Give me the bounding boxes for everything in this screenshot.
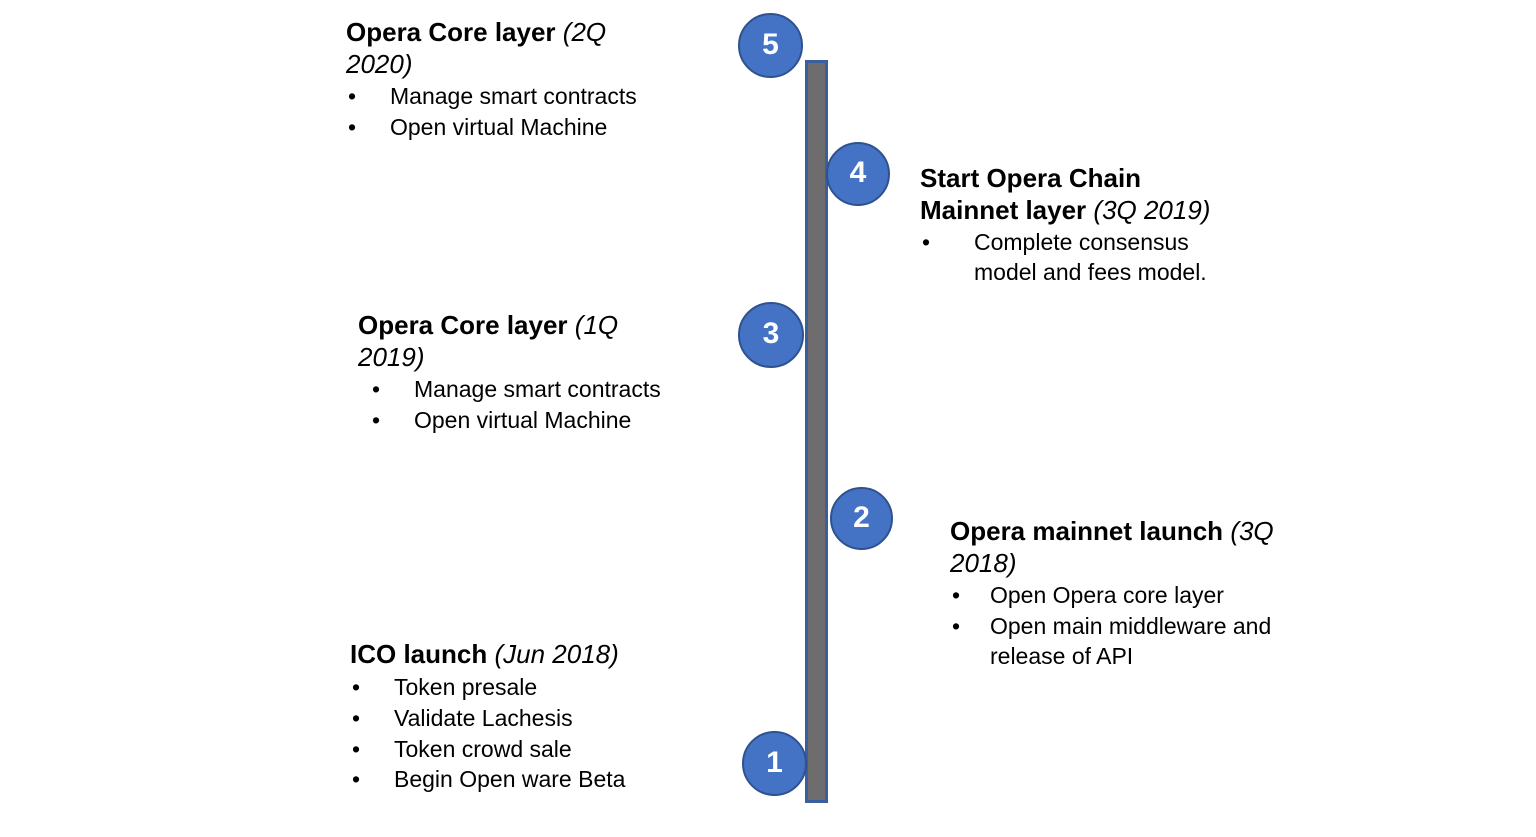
milestone-2-title: Opera mainnet launch — [950, 516, 1224, 546]
milestone-2-date: (3Q 2018) — [950, 516, 1274, 578]
timeline-marker-2-number: 2 — [853, 500, 870, 534]
milestone-block-4: Start Opera Chain Mainnet layer (3Q 2019… — [920, 163, 1220, 289]
milestone-3-headline: Opera Core layer (1Q 2019) — [358, 310, 688, 373]
milestone-5-headline: Opera Core layer (2Q 2020) — [346, 17, 676, 80]
milestone-5-bullets: Manage smart contracts Open virtual Mach… — [346, 82, 676, 143]
milestone-5-bullet-1: Manage smart contracts — [346, 82, 676, 112]
milestone-5-date: (2Q 2020) — [346, 17, 607, 79]
milestone-3-bullets: Manage smart contracts Open virtual Mach… — [370, 375, 688, 436]
milestone-2-bullet-2: Open main middleware and release of API — [950, 612, 1295, 672]
milestone-2-bullets: Open Opera core layer Open main middlewa… — [950, 581, 1295, 672]
timeline-marker-3-number: 3 — [762, 317, 780, 350]
milestone-block-1: ICO launch (Jun 2018) Token presale Vali… — [350, 639, 690, 796]
timeline-marker-4[interactable]: 4 — [826, 142, 890, 206]
milestone-3-date: (1Q 2019) — [358, 310, 619, 372]
timeline-marker-2[interactable]: 2 — [830, 487, 893, 550]
milestone-3-bullet-2: Open virtual Machine — [370, 406, 688, 436]
milestone-5-bullet-2: Open virtual Machine — [346, 113, 676, 143]
timeline-marker-1[interactable]: 1 — [742, 731, 807, 796]
milestone-1-date: (Jun 2018) — [494, 639, 619, 669]
milestone-4-title: Start Opera Chain Mainnet layer — [920, 163, 1142, 225]
timeline-marker-4-number: 4 — [849, 156, 867, 189]
timeline-marker-1-number: 1 — [766, 745, 783, 779]
milestone-block-3: Opera Core layer (1Q 2019) Manage smart … — [358, 310, 688, 437]
milestone-2-bullet-1: Open Opera core layer — [950, 581, 1295, 611]
milestone-1-title: ICO launch — [350, 639, 488, 669]
milestone-4-bullet-1: Complete consensus model and fees model. — [920, 228, 1220, 288]
timeline-marker-3[interactable]: 3 — [738, 302, 804, 368]
milestone-1-bullet-2: Validate Lachesis — [350, 704, 690, 734]
milestone-4-bullets: Complete consensus model and fees model. — [920, 228, 1220, 288]
milestone-1-bullet-3: Token crowd sale — [350, 735, 690, 765]
milestone-1-bullets: Token presale Validate Lachesis Token cr… — [350, 673, 690, 796]
milestone-block-5: Opera Core layer (2Q 2020) Manage smart … — [346, 17, 676, 144]
milestone-block-2: Opera mainnet launch (3Q 2018) Open Oper… — [950, 516, 1295, 673]
milestone-2-headline: Opera mainnet launch (3Q 2018) — [950, 516, 1295, 579]
milestone-1-headline: ICO launch (Jun 2018) — [350, 639, 690, 671]
timeline-marker-5-number: 5 — [762, 27, 779, 61]
timeline-marker-5[interactable]: 5 — [738, 13, 803, 78]
milestone-1-bullet-4: Begin Open ware Beta — [350, 765, 690, 795]
timeline-axis-bar — [805, 60, 828, 803]
milestone-5-title: Opera Core layer — [346, 17, 556, 47]
milestone-4-date: (3Q 2019) — [1093, 194, 1211, 225]
milestone-1-bullet-1: Token presale — [350, 673, 690, 703]
milestone-3-bullet-1: Manage smart contracts — [370, 375, 688, 405]
milestone-4-headline: Start Opera Chain Mainnet layer (3Q 2019… — [920, 163, 1220, 226]
milestone-3-title: Opera Core layer — [358, 310, 568, 340]
